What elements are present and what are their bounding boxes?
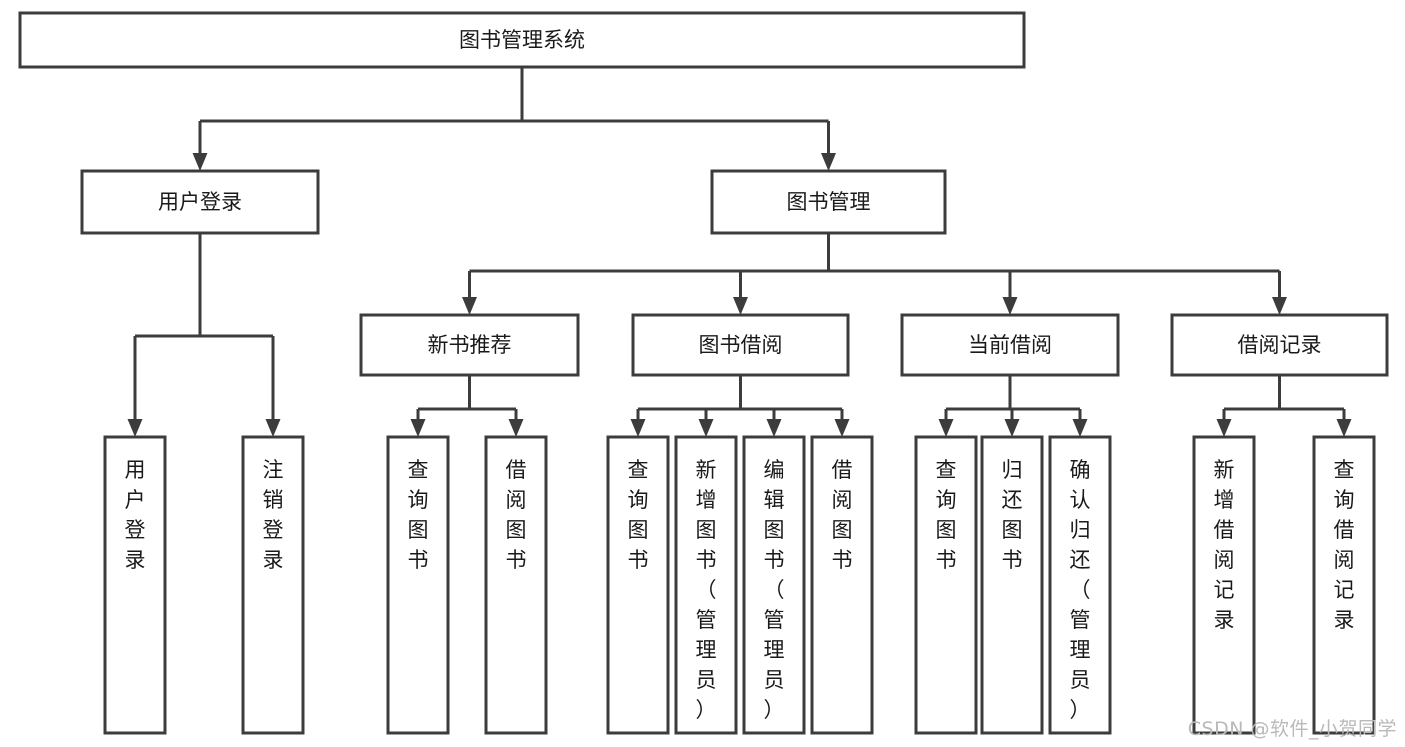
node-leaf-add-book[interactable]: 新增图书（管理员） [674, 435, 738, 735]
connector-layer [127, 67, 1352, 437]
node-book-borrow[interactable]: 图书借阅 [631, 313, 850, 377]
node-book-manage[interactable]: 图书管理 [710, 169, 947, 235]
arrow-head-icon [766, 419, 782, 437]
node-leaf-user-login[interactable]: 用户登录 [103, 435, 167, 735]
node-label: 注销登录 [263, 458, 284, 572]
node-label: 当前借阅 [968, 333, 1052, 357]
node-box [900, 313, 1120, 377]
node-leaf-edit-book[interactable]: 编辑图书（管理员） [742, 435, 806, 735]
edge-group-book_manage [462, 233, 1287, 315]
node-current-borrow[interactable]: 当前借阅 [900, 313, 1120, 377]
node-box [710, 169, 947, 235]
arrow-head-icon [508, 419, 524, 437]
node-box [103, 435, 167, 735]
node-leaf-query-book-a[interactable]: 查询图书 [386, 435, 450, 735]
arrow-head-icon [127, 419, 143, 437]
node-label: 用户登录 [158, 190, 242, 214]
arrow-head-icon [1002, 297, 1018, 315]
arrow-head-icon [733, 297, 748, 315]
arrow-head-icon [1072, 419, 1088, 437]
node-label: 查询借阅记录 [1334, 458, 1355, 632]
node-box [18, 11, 1026, 69]
arrow-head-icon [698, 419, 714, 437]
node-label: 确认归还（管理员） [1070, 458, 1091, 722]
node-box [484, 435, 548, 735]
node-box [1048, 435, 1112, 735]
arrow-head-icon [834, 419, 850, 437]
node-box [359, 313, 580, 377]
node-label: 借阅图书 [832, 458, 853, 572]
node-layer: 图书管理系统用户登录图书管理新书推荐图书借阅当前借阅借阅记录用户登录注销登录查询… [18, 11, 1389, 735]
node-box [914, 435, 978, 735]
node-label: 新增借阅记录 [1214, 458, 1235, 632]
node-label: 查询图书 [936, 458, 957, 572]
arrow-head-icon [410, 419, 426, 437]
node-box [631, 313, 850, 377]
node-borrow-record[interactable]: 借阅记录 [1170, 313, 1389, 377]
edge-group-current_borrow [938, 375, 1088, 437]
node-box [980, 435, 1044, 735]
node-box [606, 435, 670, 735]
arrow-head-icon [938, 419, 954, 437]
node-label: 借阅记录 [1238, 333, 1322, 357]
node-box [1312, 435, 1376, 735]
edge-group-borrow_record [1216, 375, 1352, 437]
node-leaf-query-book-b[interactable]: 查询图书 [606, 435, 670, 735]
node-box [810, 435, 874, 735]
node-user-login[interactable]: 用户登录 [80, 169, 320, 235]
arrow-head-icon [630, 419, 646, 437]
node-label: 借阅图书 [506, 458, 527, 572]
arrow-head-icon [1272, 297, 1287, 315]
node-box [386, 435, 450, 735]
node-box [1192, 435, 1256, 735]
node-label: 新增图书（管理员） [696, 458, 717, 722]
node-leaf-borrow-book-b[interactable]: 借阅图书 [810, 435, 874, 735]
node-box [80, 169, 320, 235]
node-leaf-return-book[interactable]: 归还图书 [980, 435, 1044, 735]
node-box [1170, 313, 1389, 377]
node-label: 图书管理 [787, 190, 871, 214]
node-label: 用户登录 [125, 458, 146, 572]
node-new-book-rec[interactable]: 新书推荐 [359, 313, 580, 377]
arrow-head-icon [821, 153, 836, 171]
node-box [241, 435, 305, 735]
edge-group-user_login [127, 233, 281, 437]
arrow-head-icon [1336, 419, 1352, 437]
node-label: 图书借阅 [699, 333, 783, 357]
edge-group-root [192, 67, 836, 171]
node-root[interactable]: 图书管理系统 [18, 11, 1026, 69]
node-leaf-query-record[interactable]: 查询借阅记录 [1312, 435, 1376, 735]
node-leaf-confirm-return[interactable]: 确认归还（管理员） [1048, 435, 1112, 735]
node-label: 编辑图书（管理员） [764, 458, 785, 722]
node-label: 查询图书 [408, 458, 429, 572]
arrow-head-icon [1216, 419, 1232, 437]
node-leaf-query-book-c[interactable]: 查询图书 [914, 435, 978, 735]
node-label: 图书管理系统 [459, 28, 585, 52]
node-leaf-borrow-book-a[interactable]: 借阅图书 [484, 435, 548, 735]
node-box [742, 435, 806, 735]
node-leaf-user-logout[interactable]: 注销登录 [241, 435, 305, 735]
edge-group-book_borrow [630, 375, 850, 437]
node-box [674, 435, 738, 735]
arrow-head-icon [265, 419, 281, 437]
arrow-head-icon [462, 297, 477, 315]
node-leaf-add-record[interactable]: 新增借阅记录 [1192, 435, 1256, 735]
arrow-head-icon [1004, 419, 1020, 437]
arrow-head-icon [192, 153, 208, 171]
node-label: 归还图书 [1002, 458, 1023, 572]
node-label: 查询图书 [628, 458, 649, 572]
node-label: 新书推荐 [428, 333, 512, 357]
edge-group-new_book_rec [410, 375, 524, 437]
